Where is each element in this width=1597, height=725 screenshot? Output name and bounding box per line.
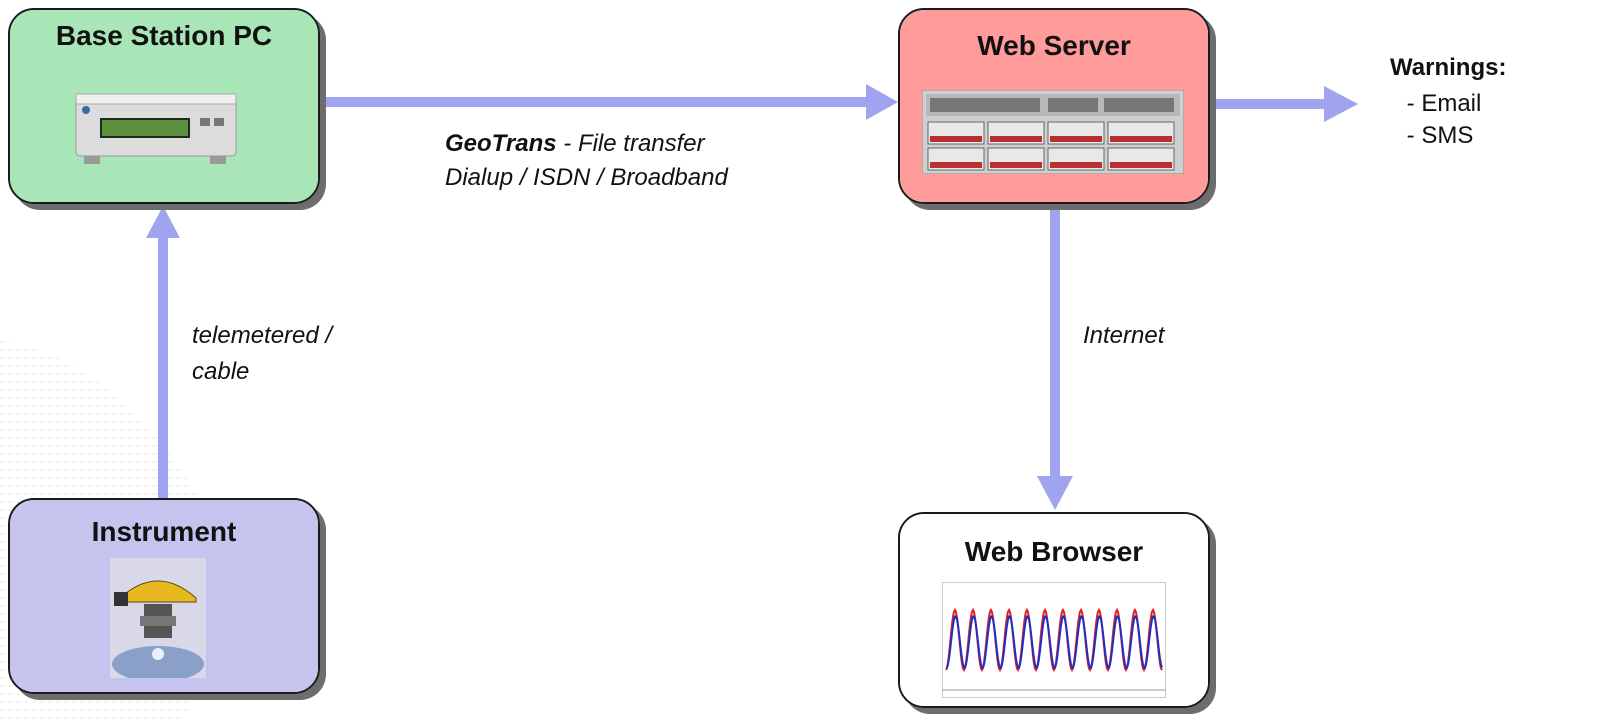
geotrans-label: GeoTrans - File transfer: [445, 128, 705, 160]
arrow-server-to-warnings-head: [1324, 86, 1358, 122]
warnings-title: Warnings:: [1390, 54, 1507, 81]
web-browser-node: Web Browser: [898, 512, 1210, 708]
waveform-blue-line: [946, 615, 1163, 669]
arrow-base-to-server-head: [866, 84, 898, 120]
arrow-server-to-warnings-shaft: [1210, 99, 1326, 109]
telemetered-label-line1: telemetered /: [192, 322, 333, 349]
base-station-device-icon: [75, 93, 237, 164]
base-station-title: Base Station PC: [55, 20, 273, 51]
warning-item-sms: - SMS: [1400, 122, 1474, 149]
internet-label: Internet: [1083, 322, 1165, 349]
web-browser-title: Web Browser: [964, 536, 1144, 567]
waveform-red-line: [945, 607, 1163, 673]
geotrans-label-rest: - File transfer: [556, 130, 705, 157]
arrow-instrument-to-base-head: [146, 206, 180, 238]
arrow-instrument-to-base-shaft: [158, 236, 168, 500]
arrow-base-to-server-shaft: [318, 97, 866, 107]
waveform-plot-icon: [942, 582, 1166, 698]
instrument-title: Instrument: [91, 516, 237, 547]
geotrans-label-bold: GeoTrans: [445, 130, 557, 157]
base-station-node: Base Station PC: [8, 8, 320, 204]
seismometer-icon: [110, 558, 206, 678]
warning-item-email: - Email: [1400, 90, 1482, 117]
server-rack-icon: [922, 90, 1184, 174]
web-server-node: Web Server: [898, 8, 1210, 204]
instrument-node: Instrument: [8, 498, 320, 694]
arrow-server-to-browser-shaft: [1050, 202, 1060, 478]
web-server-title: Web Server: [977, 30, 1131, 61]
arrow-server-to-browser-head: [1037, 476, 1073, 510]
connection-types-label: Dialup / ISDN / Broadband: [445, 164, 728, 191]
telemetered-label-line2: cable: [192, 358, 250, 385]
